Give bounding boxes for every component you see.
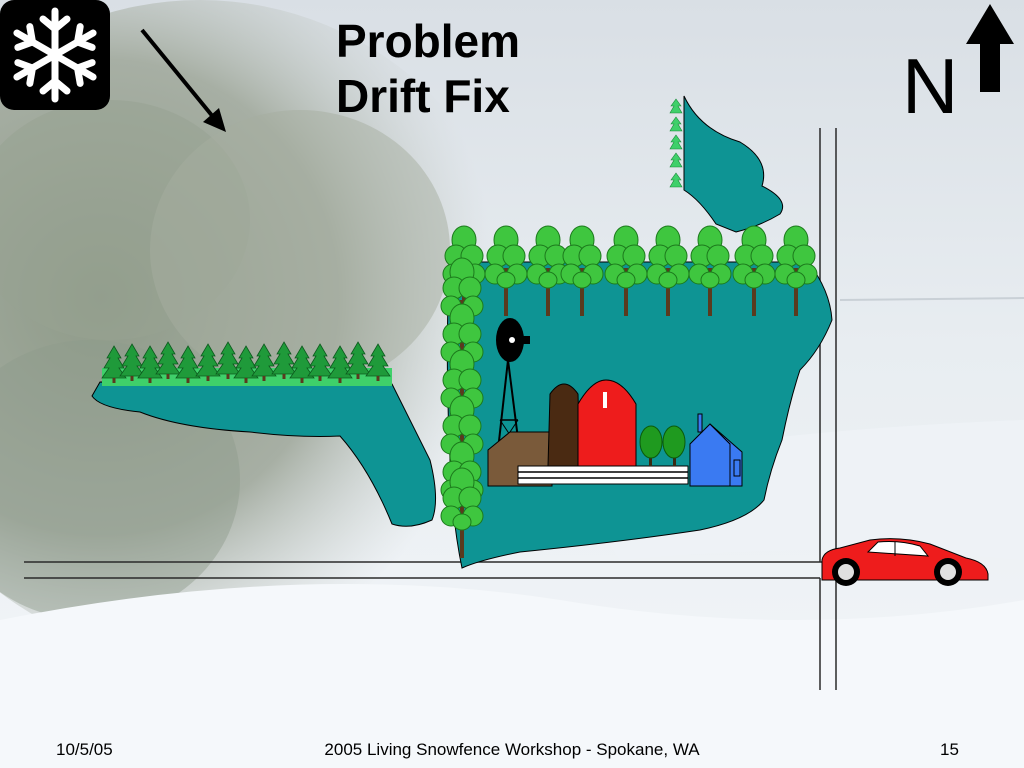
red-sports-car xyxy=(821,538,989,586)
wind-direction-arrow xyxy=(140,28,226,132)
slide-title-line-2: Drift Fix xyxy=(336,70,510,122)
fence xyxy=(517,465,689,485)
north-field xyxy=(683,95,784,233)
west-field xyxy=(91,381,436,527)
footer-date: 10/5/05 xyxy=(56,740,113,759)
north-arrow-icon xyxy=(966,4,1014,92)
road-horizontal xyxy=(24,561,824,579)
footer-event: 2005 Living Snowfence Workshop - Spokane… xyxy=(324,740,700,759)
snowflake-icon xyxy=(0,0,110,110)
slide-title-line-1: Problem xyxy=(336,15,521,67)
slide-title: Problem Drift Fix xyxy=(336,14,520,124)
pine-row-west-field xyxy=(101,341,392,386)
footer-page-number: 15 xyxy=(940,740,959,759)
barn xyxy=(577,379,637,467)
farmhouse xyxy=(689,413,743,487)
small-trees xyxy=(639,425,686,466)
silo xyxy=(547,383,581,467)
north-label: N xyxy=(902,42,959,130)
